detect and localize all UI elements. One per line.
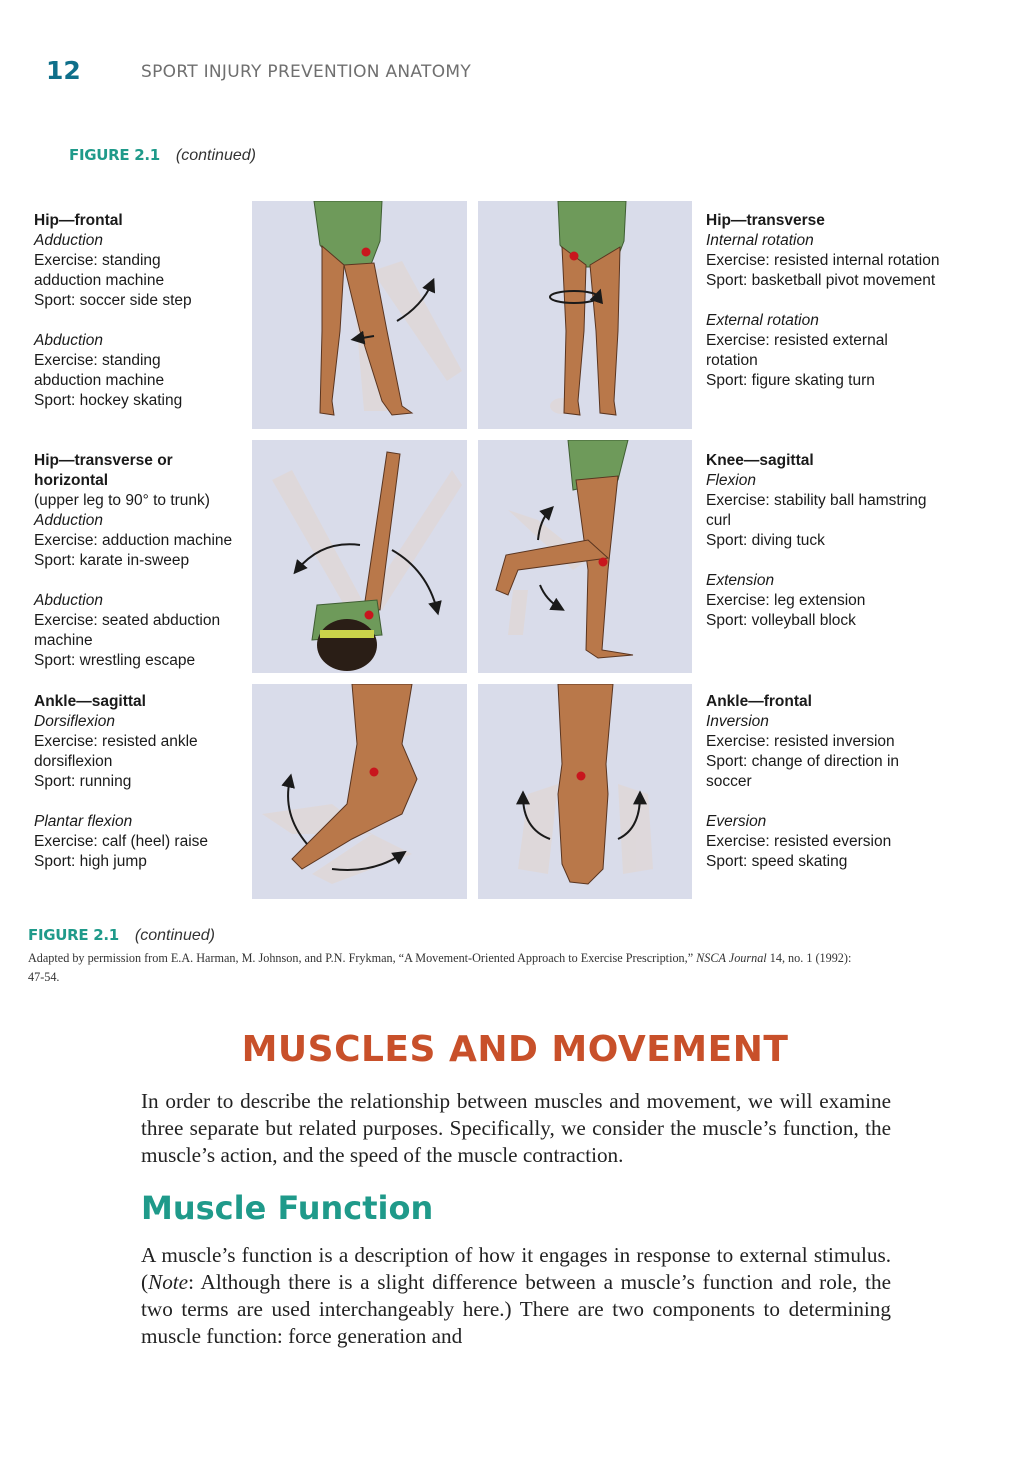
caption-title: Ankle—sagittal bbox=[34, 693, 146, 710]
caption-line: Sport: wrestling escape bbox=[34, 652, 196, 669]
note-label: Note bbox=[148, 1270, 189, 1294]
movement-name: Eversion bbox=[706, 813, 767, 830]
illustration-hip-horizontal bbox=[252, 440, 467, 673]
caption-line: Exercise: calf (heel) raise bbox=[34, 833, 209, 850]
caption-title: horizontal bbox=[34, 472, 109, 489]
figure-heading-bottom: FIGURE 2.1 (continued) bbox=[28, 926, 215, 945]
caption-line: Sport: figure skating turn bbox=[706, 372, 875, 389]
caption-line: Exercise: resisted ankle bbox=[34, 733, 198, 750]
caption-line: Exercise: seated abduction bbox=[34, 612, 221, 629]
caption-line: rotation bbox=[706, 352, 758, 369]
illustration-ankle-sagittal bbox=[252, 684, 467, 899]
caption-line: Sport: basketball pivot movement bbox=[706, 272, 936, 289]
caption-line: Sport: speed skating bbox=[706, 853, 848, 870]
caption-title: Ankle—frontal bbox=[706, 693, 812, 710]
figure-continued: (continued) bbox=[134, 927, 215, 944]
body-text: : Although there is a slight difference … bbox=[141, 1270, 891, 1348]
figure-label: FIGURE 2.1 bbox=[28, 926, 119, 944]
body-paragraph: A muscle’s function is a description of … bbox=[141, 1242, 891, 1350]
caption-title: Hip—transverse or bbox=[34, 452, 173, 469]
credit-citation: 14, no. 1 (1992): 47-54. bbox=[28, 951, 852, 984]
figure-continued: (continued) bbox=[175, 147, 256, 164]
caption-line: Exercise: resisted eversion bbox=[706, 833, 892, 850]
caption-line: Sport: running bbox=[34, 773, 132, 790]
caption-note: (upper leg to 90° to trunk) bbox=[34, 492, 210, 509]
movement-name: Adduction bbox=[34, 512, 103, 529]
caption-line: machine bbox=[34, 632, 93, 649]
figure-label: FIGURE 2.1 bbox=[69, 146, 160, 164]
caption-line: adduction machine bbox=[34, 272, 165, 289]
caption-line: Sport: diving tuck bbox=[706, 532, 825, 549]
caption-line: Exercise: resisted external bbox=[706, 332, 888, 349]
caption-line: Sport: change of direction in bbox=[706, 753, 900, 770]
illustration-ankle-frontal bbox=[478, 684, 692, 899]
figure-credit: Adapted by permission from E.A. Harman, … bbox=[28, 949, 868, 987]
body-text: A muscle’s function is a description of … bbox=[141, 1243, 891, 1294]
caption-hip-frontal: Hip—frontal Adduction Exercise: standing… bbox=[34, 211, 244, 411]
movement-name: Adduction bbox=[34, 232, 103, 249]
illustration-hip-transverse bbox=[478, 201, 692, 429]
page-number: 12 bbox=[46, 56, 81, 85]
caption-hip-transverse: Hip—transverse Internal rotation Exercis… bbox=[706, 211, 1006, 391]
illustration-knee-sagittal bbox=[478, 440, 692, 673]
caption-line: Sport: volleyball block bbox=[706, 612, 856, 629]
caption-line: curl bbox=[706, 512, 731, 529]
caption-ankle-frontal: Ankle—frontal Inversion Exercise: resist… bbox=[706, 692, 1006, 872]
caption-line: Exercise: stability ball hamstring bbox=[706, 492, 927, 509]
movement-name: Dorsiflexion bbox=[34, 713, 115, 730]
caption-line: Sport: high jump bbox=[34, 853, 147, 870]
caption-line: Exercise: adduction machine bbox=[34, 532, 233, 549]
movement-name: Plantar flexion bbox=[34, 813, 133, 830]
caption-line: Exercise: resisted inversion bbox=[706, 733, 895, 750]
caption-knee-sagittal: Knee—sagittal Flexion Exercise: stabilit… bbox=[706, 451, 1006, 631]
running-head: SPORT INJURY PREVENTION ANATOMY bbox=[141, 62, 472, 82]
caption-line: abduction machine bbox=[34, 372, 165, 389]
illustration-hip-frontal bbox=[252, 201, 467, 429]
caption-line: Sport: karate in-sweep bbox=[34, 552, 190, 569]
caption-line: Exercise: leg extension bbox=[706, 592, 866, 609]
caption-line: Exercise: standing bbox=[34, 252, 161, 269]
movement-name: Extension bbox=[706, 572, 775, 589]
caption-line: Sport: soccer side step bbox=[34, 292, 192, 309]
figure-heading-top: FIGURE 2.1 (continued) bbox=[69, 146, 256, 165]
movement-name: Flexion bbox=[706, 472, 756, 489]
caption-hip-horizontal: Hip—transverse or horizontal (upper leg … bbox=[34, 451, 249, 671]
caption-line: dorsiflexion bbox=[34, 753, 113, 770]
caption-line: soccer bbox=[706, 773, 752, 790]
movement-name: Inversion bbox=[706, 713, 769, 730]
movement-name: Internal rotation bbox=[706, 232, 814, 249]
caption-title: Knee—sagittal bbox=[706, 452, 814, 469]
subsection-title: Muscle Function bbox=[141, 1189, 434, 1227]
movement-name: Abduction bbox=[34, 332, 103, 349]
intro-paragraph: In order to describe the relationship be… bbox=[141, 1089, 891, 1167]
credit-journal: NSCA Journal bbox=[696, 951, 767, 965]
section-title: MUSCLES AND MOVEMENT bbox=[241, 1029, 789, 1070]
caption-line: Exercise: resisted internal rotation bbox=[706, 252, 940, 269]
movement-name: External rotation bbox=[706, 312, 819, 329]
caption-title: Hip—frontal bbox=[34, 212, 123, 229]
caption-ankle-sagittal: Ankle—sagittal Dorsiflexion Exercise: re… bbox=[34, 692, 244, 872]
caption-title: Hip—transverse bbox=[706, 212, 825, 229]
caption-line: Sport: hockey skating bbox=[34, 392, 183, 409]
caption-line: Exercise: standing bbox=[34, 352, 161, 369]
movement-name: Abduction bbox=[34, 592, 103, 609]
credit-text: Adapted by permission from E.A. Harman, … bbox=[28, 951, 697, 965]
